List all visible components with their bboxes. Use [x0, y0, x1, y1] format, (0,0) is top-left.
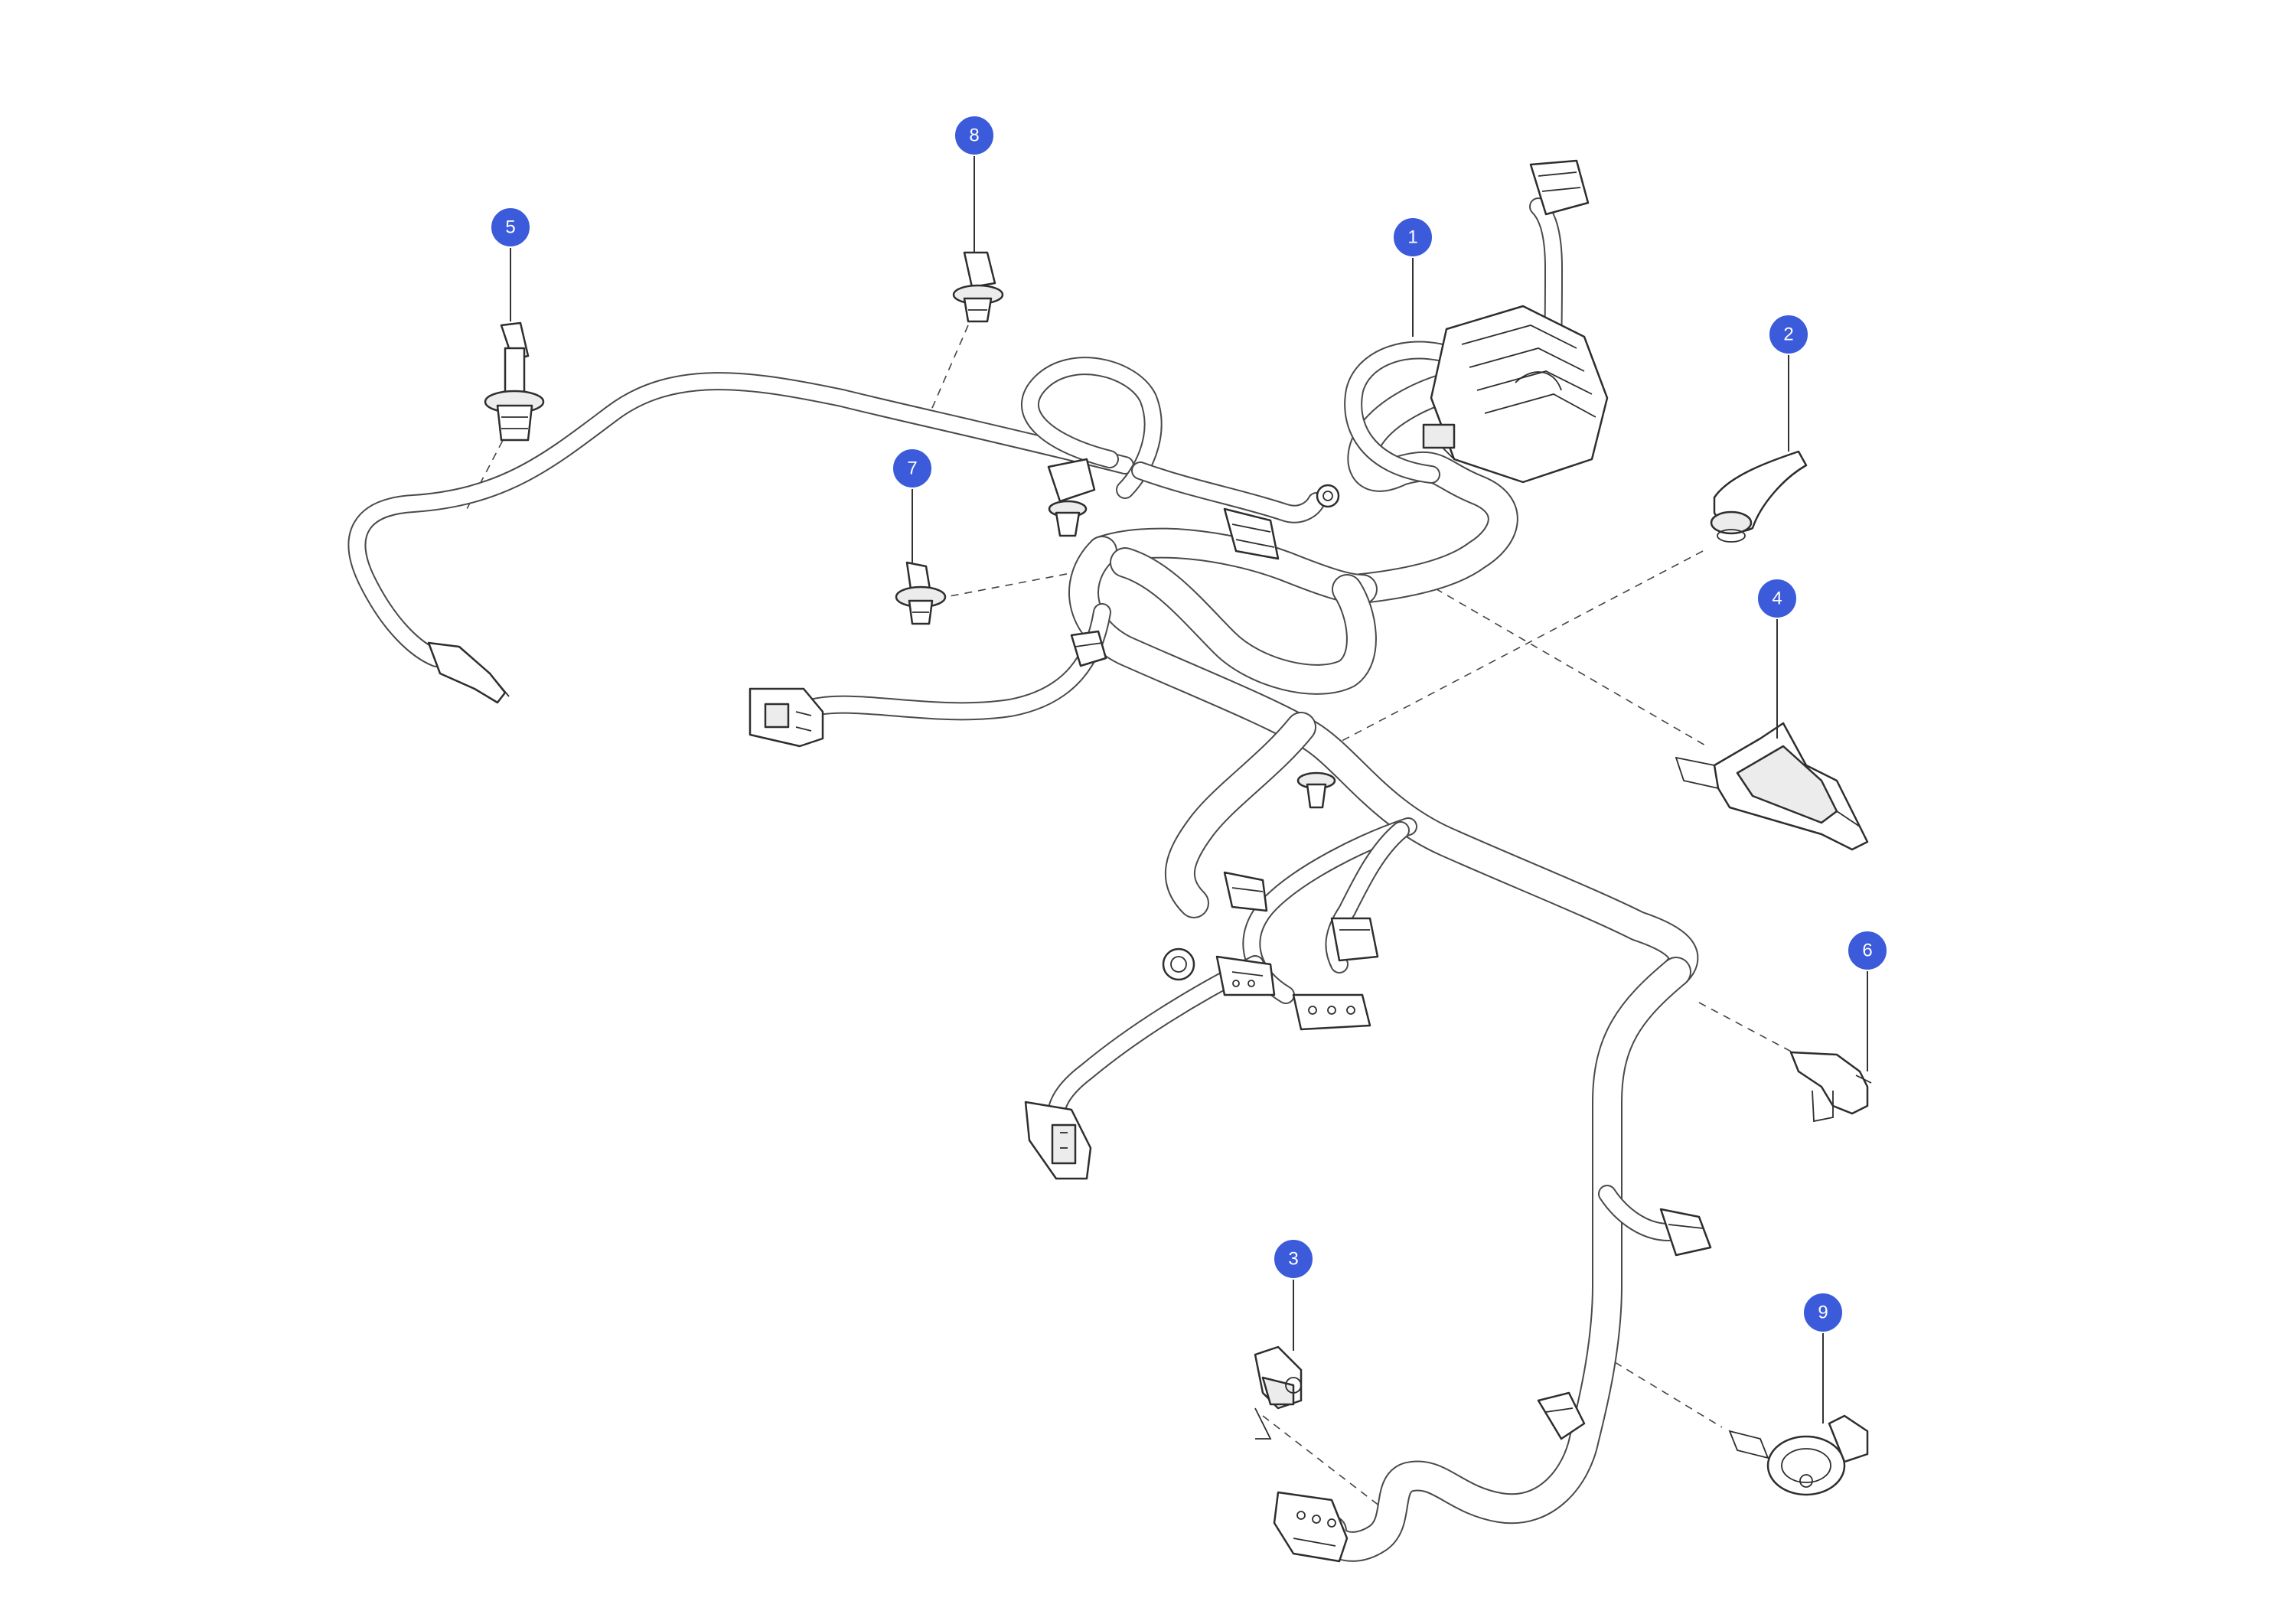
callout-9-label: 9	[1818, 1303, 1828, 1323]
center-pin	[1296, 771, 1336, 809]
callout-4-label: 4	[1772, 589, 1782, 609]
bracket-part-4	[1675, 722, 1869, 851]
clamp-part-9	[1728, 1414, 1869, 1496]
callout-2-label: 2	[1783, 324, 1793, 345]
callout-1-label: 1	[1407, 227, 1417, 248]
callout-2[interactable]: 2	[1768, 314, 1809, 355]
grommet-lower-left	[1162, 947, 1195, 981]
connector-lower-center-b	[1215, 955, 1276, 996]
connector-bottom-plug	[1273, 1491, 1349, 1563]
callout-8[interactable]: 8	[954, 115, 995, 156]
callout-6[interactable]: 6	[1847, 930, 1888, 971]
connector-lower-center-d	[1292, 993, 1371, 1031]
callout-4[interactable]: 4	[1756, 578, 1798, 619]
clip-part-3	[1254, 1345, 1303, 1440]
grommet-cap-part-2	[1710, 450, 1808, 543]
callout-8-label: 8	[969, 126, 979, 146]
connector-middle	[1223, 507, 1280, 560]
connector-bottom-center	[1537, 1391, 1586, 1440]
connector-block-part-1	[1422, 305, 1609, 484]
connector-lower-center-a	[1223, 871, 1268, 912]
top-connector	[1529, 159, 1590, 216]
callout-9[interactable]: 9	[1802, 1292, 1844, 1333]
callout-1[interactable]: 1	[1392, 217, 1433, 258]
callout-7[interactable]: 7	[892, 448, 933, 489]
callout-7-label: 7	[907, 458, 917, 479]
clip-part-6	[1789, 1051, 1872, 1123]
connector-lower-left	[1024, 1101, 1092, 1180]
callout-3[interactable]: 3	[1273, 1238, 1314, 1280]
callout-3-label: 3	[1288, 1249, 1298, 1270]
callout-5[interactable]: 5	[490, 207, 531, 248]
callout-6-label: 6	[1862, 941, 1872, 961]
connector-center-left	[748, 687, 824, 748]
callout-5-label: 5	[505, 217, 515, 238]
terminal-connector-left	[427, 641, 510, 704]
connector-upper-center	[1047, 458, 1096, 537]
connector-loop	[1070, 630, 1107, 667]
connector-lower-center-c	[1330, 917, 1379, 962]
callout-leaders	[510, 155, 1868, 1423]
push-pin-part-8	[952, 251, 1004, 323]
push-pin-part-5	[484, 321, 545, 442]
ring-terminal	[1316, 484, 1340, 508]
push-pin-part-7	[895, 561, 947, 625]
connector-right-branch	[1659, 1208, 1712, 1257]
